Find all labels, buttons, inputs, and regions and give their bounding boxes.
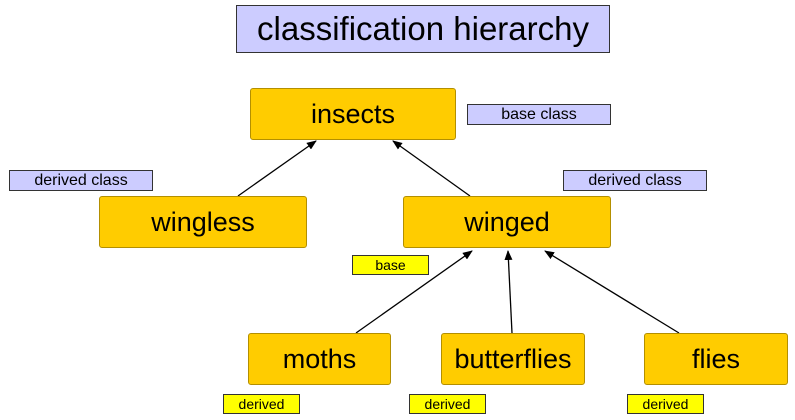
- node-winged: winged: [403, 196, 611, 248]
- edge-moths-to-winged: [355, 250, 473, 334]
- node-butterflies: butterflies: [441, 333, 585, 385]
- label-derived-class-left: derived class: [9, 170, 153, 191]
- label-base: base: [352, 255, 429, 275]
- edge-flies-to-winged: [544, 250, 680, 334]
- diagram-title: classification hierarchy: [236, 5, 610, 53]
- edge-wingless-to-insects: [237, 140, 317, 197]
- label-derived-moths: derived: [223, 394, 300, 414]
- node-flies: flies: [644, 333, 788, 385]
- node-moths: moths: [248, 333, 391, 385]
- node-insects: insects: [250, 88, 456, 140]
- edge-winged-to-insects: [392, 140, 471, 197]
- label-derived-class-right: derived class: [563, 170, 707, 191]
- label-derived-flies: derived: [627, 394, 704, 414]
- label-base-class: base class: [467, 104, 611, 125]
- node-wingless: wingless: [99, 196, 307, 248]
- edge-butterflies-to-winged: [504, 250, 513, 334]
- label-derived-butterflies: derived: [409, 394, 486, 414]
